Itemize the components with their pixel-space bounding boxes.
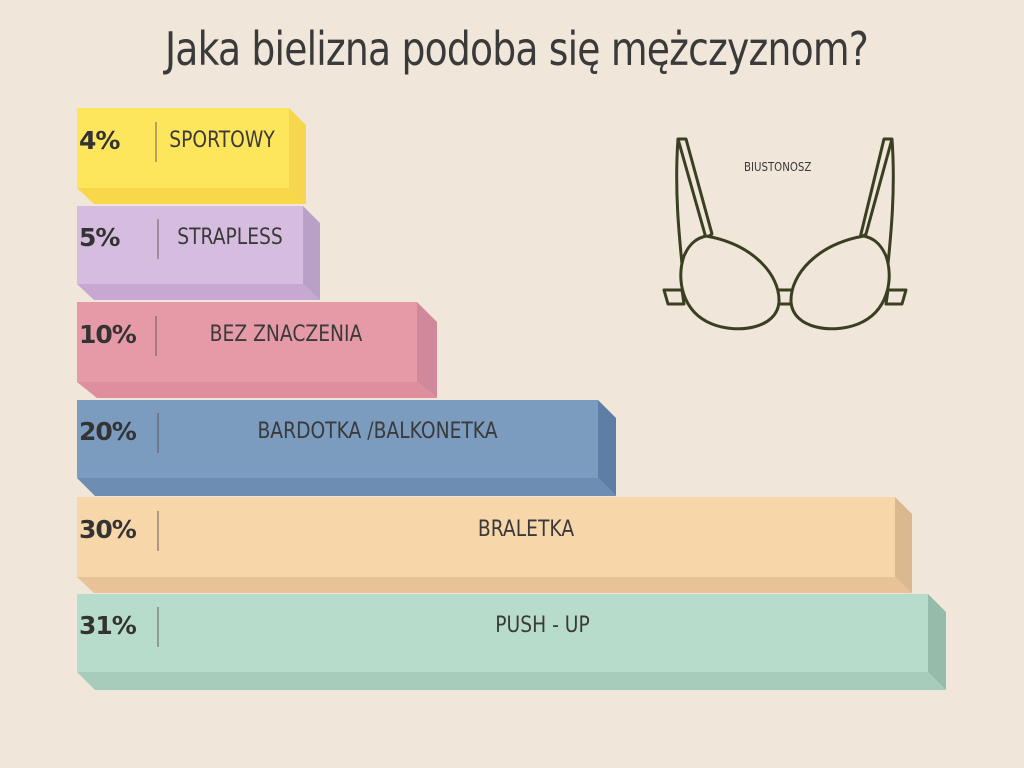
bar-percentage: 5% (79, 223, 120, 252)
bar-strapless: 5% STRAPLESS (77, 206, 320, 300)
bar-divider (157, 511, 159, 551)
bar-percentage: 20% (79, 417, 137, 446)
bar-label: SPORTOWY (169, 128, 275, 153)
bar-bez-znaczenia: 10% BEZ ZNACZENIA (77, 302, 437, 398)
bar-bottom-face (77, 188, 306, 204)
bra-label: BIUSTONOSZ (744, 160, 812, 174)
bar-percentage: 30% (79, 515, 137, 544)
bar-side-face (895, 497, 912, 593)
bar-front-face (77, 206, 303, 284)
bar-label: BARDOTKA /BALKONETKA (257, 419, 498, 444)
bar-side-face (598, 400, 616, 496)
bar-front-face (77, 302, 417, 382)
bar-bardotka-balkonetka: 20% BARDOTKA /BALKONETKA (77, 400, 616, 496)
bar-side-face (289, 108, 306, 204)
bar-braletka: 30% BRALETKA (77, 497, 912, 593)
bar-bottom-face (77, 672, 946, 690)
bar-front-face (77, 497, 895, 577)
bar-side-face (303, 206, 320, 300)
bar-side-face (928, 594, 946, 690)
bar-sportowy: 4% SPORTOWY (77, 108, 306, 204)
bar-label: STRAPLESS (177, 225, 283, 250)
bar-percentage: 10% (79, 320, 137, 349)
bar-divider (157, 219, 159, 259)
chart-title: Jaka bielizna podoba się mężczyznom? (165, 22, 869, 76)
bar-bottom-face (77, 577, 912, 593)
bar-divider (155, 316, 157, 356)
bar-label: PUSH - UP (495, 613, 590, 638)
bar-front-face (77, 400, 598, 478)
bar-divider (157, 607, 159, 647)
bar-divider (157, 413, 159, 453)
bar-bottom-face (77, 284, 320, 300)
bar-percentage: 31% (79, 611, 137, 640)
bar-label: BEZ ZNACZENIA (209, 322, 363, 347)
bar-divider (155, 122, 157, 162)
bar-bottom-face (77, 478, 616, 496)
bar-front-face (77, 108, 289, 188)
bar-percentage: 4% (79, 126, 120, 155)
bar-bottom-face (77, 382, 437, 398)
bar-side-face (417, 302, 437, 398)
bar-label: BRALETKA (477, 517, 575, 542)
bar-push-up: 31% PUSH - UP (77, 594, 946, 690)
bar-front-face (77, 594, 928, 672)
bra-icon (662, 137, 908, 331)
